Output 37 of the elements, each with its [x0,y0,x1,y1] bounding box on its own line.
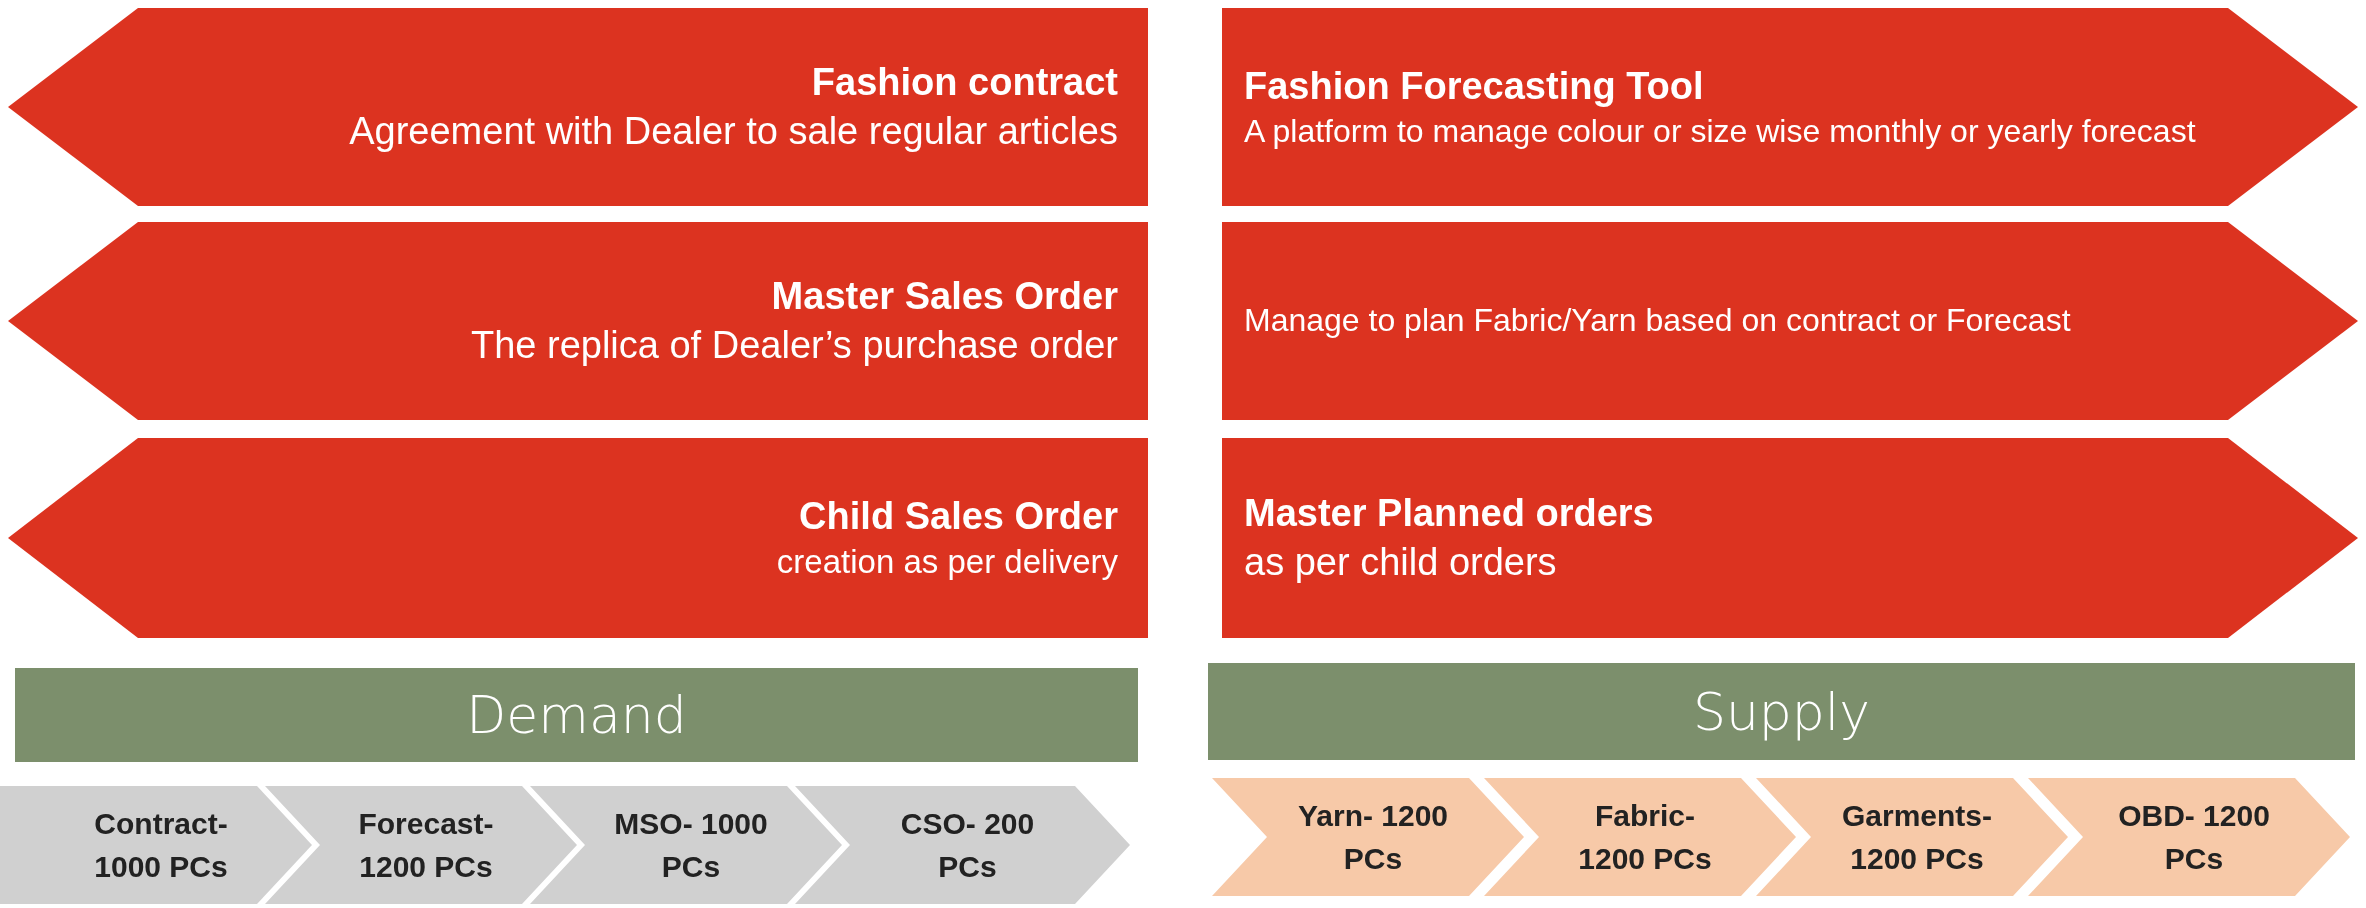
banner-heading: Master Sales Order [771,273,1118,319]
section-title: Supply [1692,681,1871,742]
banner-heading: Fashion Forecasting Tool [1244,63,1704,109]
step-label: Fabric- 1200 PCs [1577,797,1713,877]
banner-heading: Child Sales Order [799,493,1118,539]
chevron-banner [8,222,1148,420]
chevron-step [2028,778,2350,896]
step-label: Contract- 1000 PCs [93,805,229,885]
banner-heading: Master Planned orders [1244,490,1654,536]
banner-text: Agreement with Dealer to sale regular articles [349,109,1118,154]
step-label: Yarn- 1200 PCs [1296,797,1450,877]
banner-text: Manage to plan Fabric/Yarn based on contract or Forecast [1244,301,2071,341]
banner-heading: Fashion contract [811,59,1118,105]
step-label: MSO- 1000 PCs [613,805,769,885]
chevron-step [1212,778,1524,896]
chevron-banner [8,8,1148,206]
chevron-step [1484,778,1796,896]
chevron-step [795,786,1130,904]
step-label: OBD- 1200 PCs [2117,797,2271,877]
chevron-step [265,786,577,904]
section-title: Demand [466,685,687,745]
banner-text: The replica of Dealer’s purchase order [470,323,1118,368]
chevron-step [0,786,312,904]
step-label: Forecast- 1200 PCs [357,805,495,885]
chevron-step [1756,778,2068,896]
chevron-banner [1222,438,2358,638]
chevron-step [530,786,842,904]
chevron-banner [1222,8,2358,206]
section-band [15,668,1138,762]
banner-text: creation as per delivery [776,542,1118,583]
banner-text: A platform to manage colour or size wise monthly or yearly forecast [1244,111,2196,151]
step-label: CSO- 200 PCs [899,805,1036,885]
banner-text: as per child orders [1244,540,1557,585]
chevron-banner [1222,222,2358,420]
step-label: Garments- 1200 PCs [1840,797,1993,877]
section-band [1208,663,2355,760]
chevron-banner [8,438,1148,638]
